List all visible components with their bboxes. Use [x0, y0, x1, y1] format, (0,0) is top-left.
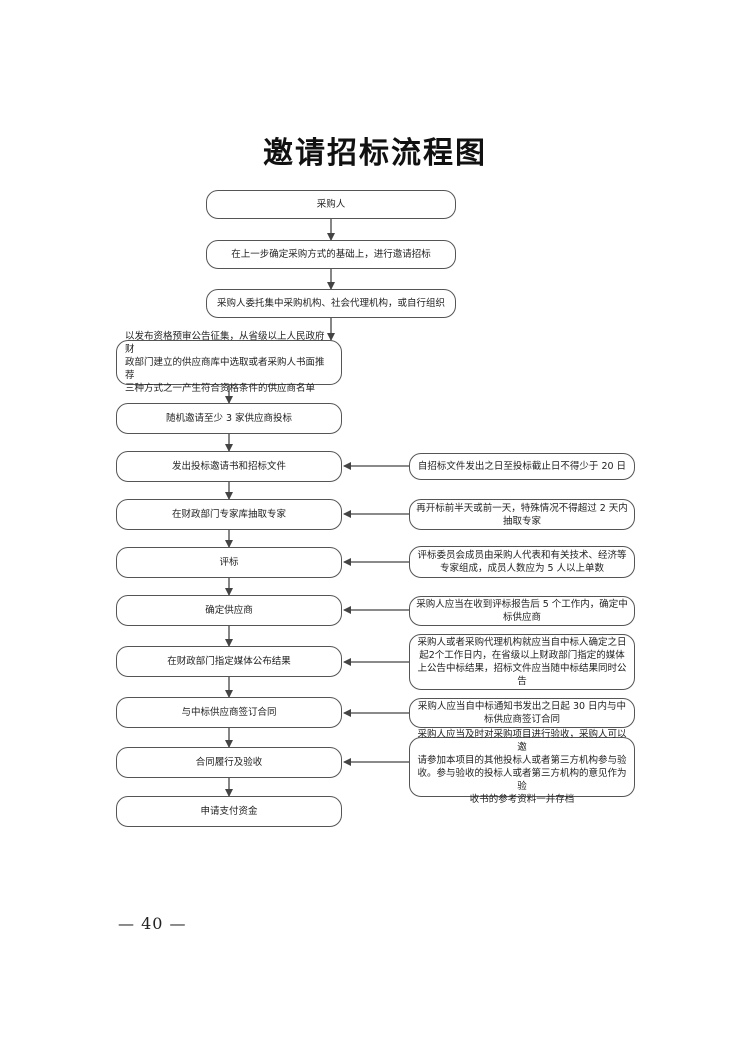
step-label: 以发布资格预审公告征集，从省级以上人民政府财 政部门建立的供应商库中选取或者采购…: [125, 331, 325, 394]
page-title: 邀请招标流程图: [263, 136, 487, 171]
step-acceptance: 合同履行及验收: [116, 747, 342, 778]
step-invite-tender: 在上一步确定采购方式的基础上，进行邀请招标: [206, 240, 456, 269]
step-invite-suppliers: 随机邀请至少 3 家供应商投标: [116, 403, 342, 434]
step-determine-supplier: 确定供应商: [116, 595, 342, 626]
step-apply-payment: 申请支付资金: [116, 796, 342, 827]
step-sign-contract: 与中标供应商签订合同: [116, 697, 342, 728]
note-bid-period: 自招标文件发出之日至投标截止日不得少于 20 日: [409, 453, 635, 480]
note-expert-timing: 再开标前半天或前一天，特殊情况不得超过 2 天内 抽取专家: [409, 499, 635, 530]
step-label: 采购人: [316, 199, 346, 210]
step-select-experts: 在财政部门专家库抽取专家: [116, 499, 342, 530]
note-text: 再开标前半天或前一天，特殊情况不得超过 2 天内 抽取专家: [416, 502, 628, 527]
step-label: 随机邀请至少 3 家供应商投标: [165, 413, 293, 424]
step-label: 发出投标邀请书和招标文件: [171, 461, 286, 472]
step-purchaser: 采购人: [206, 190, 456, 219]
step-label: 在上一步确定采购方式的基础上，进行邀请招标: [231, 249, 431, 260]
note-determine-deadline: 采购人应当在收到评标报告后 5 个工作内，确定中 标供应商: [409, 596, 635, 626]
step-supplier-list: 以发布资格预审公告征集，从省级以上人民政府财 政部门建立的供应商库中选取或者采购…: [116, 331, 342, 394]
step-label: 确定供应商: [205, 605, 253, 616]
note-publish-deadline: 采购人或者采购代理机构就应当自中标人确定之日 起2个工作日内，在省级以上财政部门…: [409, 634, 635, 690]
note-text: 采购人或者采购代理机构就应当自中标人确定之日 起2个工作日内，在省级以上财政部门…: [417, 637, 627, 687]
step-label: 评标: [219, 557, 239, 568]
step-label: 采购人委托集中采购机构、社会代理机构，或自行组织: [216, 298, 445, 309]
note-text: 采购人应当在收到评标报告后 5 个工作内，确定中 标供应商: [416, 599, 628, 623]
note-text: 评标委员会成员由采购人代表和有关技术、经济等 专家组成，成员人数应为 5 人以上…: [417, 550, 627, 574]
step-label: 与中标供应商签订合同: [181, 707, 277, 718]
note-committee: 评标委员会成员由采购人代表和有关技术、经济等 专家组成，成员人数应为 5 人以上…: [409, 546, 635, 578]
note-contract-deadline: 采购人应当自中标通知书发出之日起 30 日内与中 标供应商签订合同: [409, 698, 635, 728]
step-issue-documents: 发出投标邀请书和招标文件: [116, 451, 342, 482]
step-label: 申请支付资金: [200, 806, 258, 817]
note-text: 自招标文件发出之日至投标截止日不得少于 20 日: [417, 461, 627, 472]
note-acceptance: 采购人应当及时对采购项目进行验收，采购人可以邀 请参加本项目的其他投标人或者第三…: [409, 729, 635, 805]
step-evaluate: 评标: [116, 547, 342, 578]
step-label: 合同履行及验收: [195, 757, 263, 768]
page-number: — 40 —: [118, 914, 187, 933]
step-label: 在财政部门指定媒体公布结果: [167, 656, 291, 667]
note-text: 采购人应当及时对采购项目进行验收，采购人可以邀 请参加本项目的其他投标人或者第三…: [417, 729, 627, 805]
step-label: 在财政部门专家库抽取专家: [171, 509, 286, 520]
step-publish-result: 在财政部门指定媒体公布结果: [116, 646, 342, 677]
note-text: 采购人应当自中标通知书发出之日起 30 日内与中 标供应商签订合同: [417, 701, 627, 725]
step-entrust-agency: 采购人委托集中采购机构、社会代理机构，或自行组织: [206, 289, 456, 318]
